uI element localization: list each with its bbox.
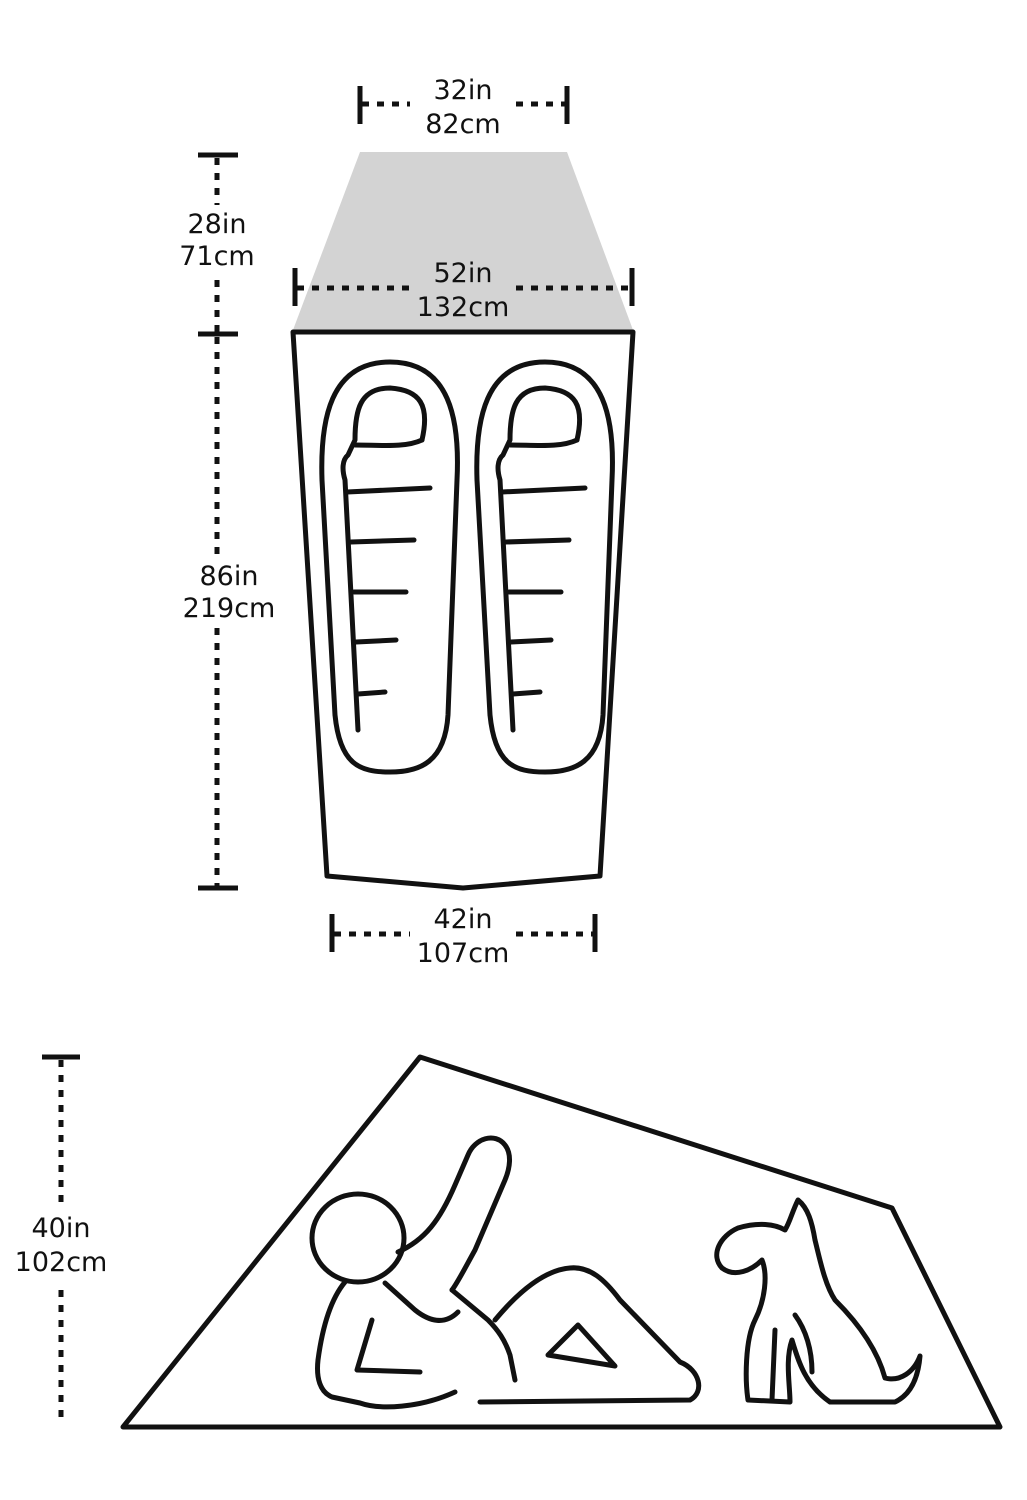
peak-height-dimension: 40in 102cm xyxy=(15,1054,108,1425)
sleeping-bag-icon xyxy=(474,359,615,775)
length-in: 86in xyxy=(200,561,259,592)
sleeping-bag-icon xyxy=(319,359,460,775)
vestibule-depth-cm: 71cm xyxy=(179,241,255,272)
top-width-cm: 82cm xyxy=(425,109,501,140)
tent-floor-outline xyxy=(290,329,636,891)
front-width-in: 52in xyxy=(434,258,493,289)
vestibule-depth-dimension: 28in 71cm xyxy=(179,152,255,332)
front-width-dimension: 52in 132cm xyxy=(292,258,635,323)
floor-plan: 32in 82cm 52in 132cm 28in 71cm 86in xyxy=(179,75,636,969)
vestibule-depth-in: 28in xyxy=(188,209,247,240)
side-view: 40in 102cm xyxy=(15,1054,1003,1430)
peak-height-cm: 102cm xyxy=(15,1247,108,1278)
back-width-in: 42in xyxy=(434,904,493,935)
person-icon xyxy=(309,1135,702,1410)
dog-icon xyxy=(714,1197,923,1405)
top-width-dimension: 32in 82cm xyxy=(357,75,570,140)
length-dimension: 86in 219cm xyxy=(183,331,276,891)
tent-side-outline xyxy=(120,1054,1003,1430)
back-width-cm: 107cm xyxy=(417,938,510,969)
top-width-in: 32in xyxy=(434,75,493,106)
back-width-dimension: 42in 107cm xyxy=(329,904,598,969)
front-width-cm: 132cm xyxy=(417,292,510,323)
length-cm: 219cm xyxy=(183,593,276,624)
peak-height-in: 40in xyxy=(32,1213,91,1244)
